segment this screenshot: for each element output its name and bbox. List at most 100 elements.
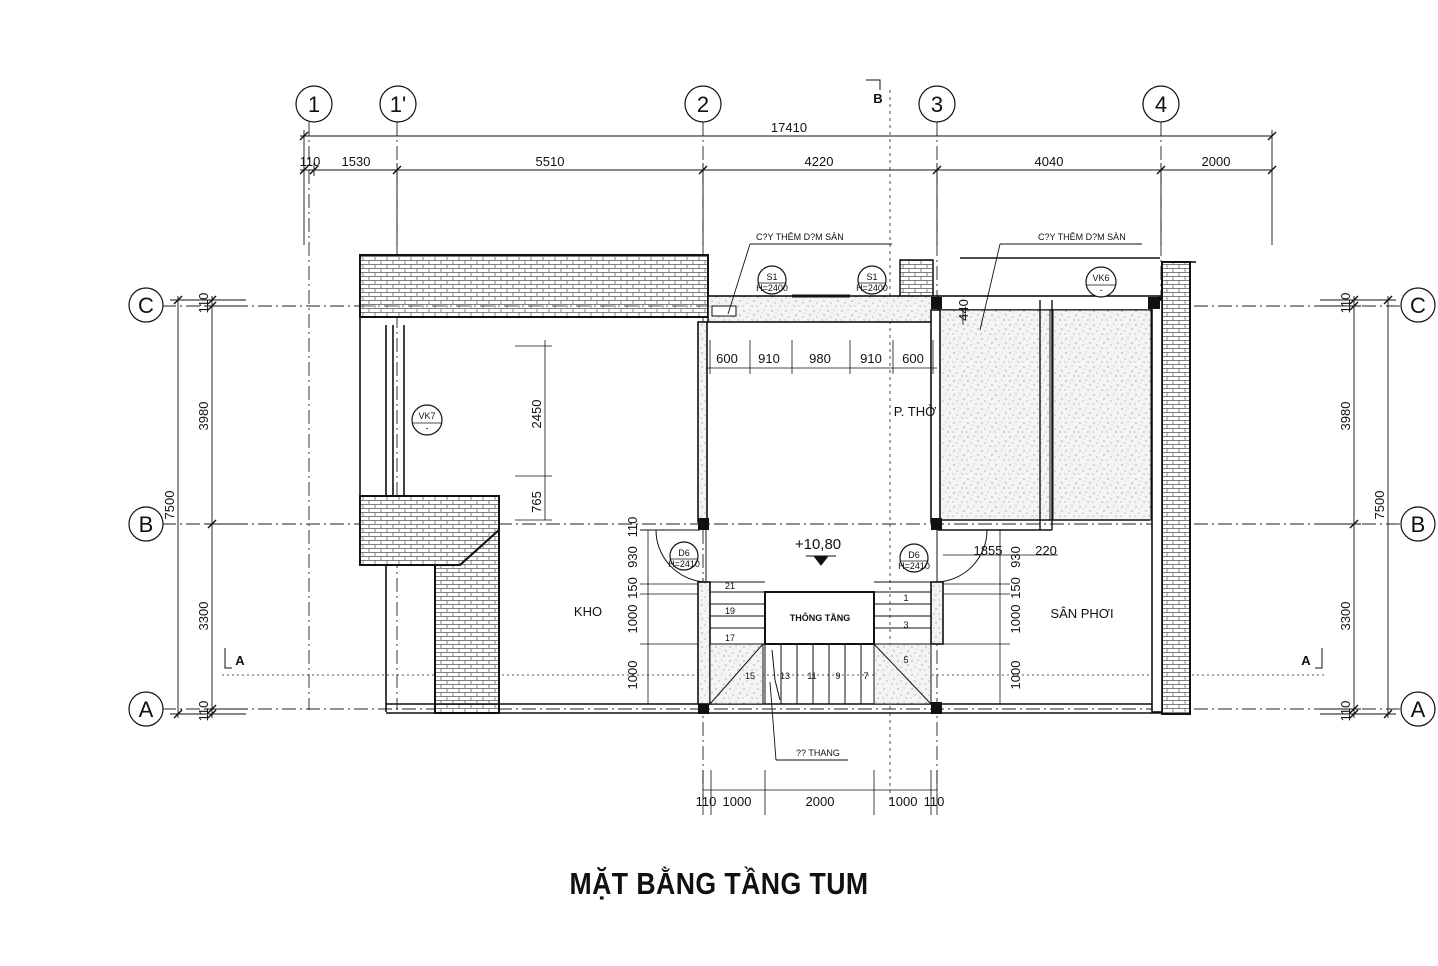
parapet-top-left [359,254,709,318]
tag-vk6: VK6 - [1085,266,1117,298]
svg-text:A: A [1301,653,1311,668]
dim-top-5510: 5510 [536,154,565,169]
floor-speckled-right-2 [1052,309,1152,521]
wall-right-axis-4 [1151,299,1163,713]
stair-num-19: 19 [725,606,735,616]
axis-label-a-left: A [139,697,154,722]
dim-right-3980: 3980 [1338,402,1353,431]
svg-text:A: A [235,653,245,668]
dim-door-left-1000a: 1000 [625,605,640,634]
dim-right-3300: 3300 [1338,602,1353,631]
svg-text:H=2410: H=2410 [668,559,700,569]
dim-bottom-1000b: 1000 [889,794,918,809]
dim-right-total: 7500 [1372,491,1387,520]
svg-text:VK7: VK7 [418,411,435,421]
floor-speckled-right [939,309,1051,521]
stair-treads [709,591,932,705]
axis-bubbles-side [128,287,1436,727]
stair-num-21: 21 [725,581,735,591]
top-dimension-lines [299,130,1277,245]
dim-right-110-bottom: 110 [1338,701,1353,722]
dim-kho-765: 765 [529,491,544,513]
stair-num-11: 11 [807,671,816,681]
dim-door-left-930: 930 [625,546,640,568]
dim-right-1855: 1855 [974,543,1003,558]
dim-left-3300: 3300 [196,602,211,631]
axis-label-3: 3 [931,92,943,117]
svg-text:H=2400: H=2400 [756,283,788,293]
room-label-kho: KHO [574,604,602,619]
note-stair: ?? THANG [796,748,840,758]
stair-num-15: 15 [745,671,755,681]
room-label-thong-tang: THÔNG TẦNG [790,612,851,623]
dim-top-1530: 1530 [342,154,371,169]
inner-dimension-lines [515,310,1058,815]
dim-left-110-bottom: 110 [196,701,211,722]
dim-total-width: 17410 [771,120,807,135]
room-label-san-phoi: SÂN PHƠI [1050,606,1113,621]
grid-lines [162,122,1402,800]
dim-window-910a: 910 [758,351,780,366]
dim-left-total: 7500 [162,491,177,520]
stair-core-wall-right [930,581,944,645]
dim-door-right-1000b: 1000 [1008,661,1023,690]
dim-bottom-1000a: 1000 [723,794,752,809]
dim-top-110: 110 [300,154,321,169]
dim-left-110-top: 110 [196,293,211,314]
tag-d6-left: D6 H=2410 [668,541,700,571]
stair-num-1: 1 [903,593,908,603]
svg-text:H=2400: H=2400 [856,283,888,293]
dim-left-3980: 3980 [196,402,211,431]
svg-text:S1: S1 [866,272,877,282]
stair-num-9: 9 [835,671,840,681]
dim-door-left-1000b: 1000 [625,661,640,690]
dim-door-right-1000a: 1000 [1008,605,1023,634]
dim-top-2000: 2000 [1202,154,1231,169]
axis-label-1prime: 1' [390,92,406,117]
dim-right-220: 220 [1035,543,1057,558]
dim-bottom-110a: 110 [696,794,717,809]
note-leaders [727,243,1142,761]
parapet-right [1161,261,1191,715]
level-marker: +10,80 [795,536,841,553]
dim-door-left-110: 110 [625,517,640,538]
level-symbol [806,555,836,566]
room-label-tho: P. THỜ [894,404,936,419]
dim-bottom-2000: 2000 [806,794,835,809]
stair-num-13: 13 [780,671,790,681]
tag-s1-left: S1 H=2400 [756,265,788,295]
axis-label-4: 4 [1155,92,1167,117]
section-mark-a-left: A [224,648,245,669]
svg-text:VK6: VK6 [1092,273,1109,283]
axis-label-a-right: A [1411,697,1426,722]
dim-right-110-top: 110 [1338,293,1353,314]
parapet-top-right-small [899,259,934,299]
svg-text:D6: D6 [908,550,920,560]
section-mark-a-right: A [1301,648,1323,669]
tag-d6-right: D6 H=2410 [898,543,930,573]
dim-top-4220: 4220 [805,154,834,169]
svg-text:B: B [873,91,882,106]
drawing-title: MẶT BẰNG TẦNG TUM [569,866,869,901]
tag-s1-right: S1 H=2400 [856,265,888,295]
side-dimension-lines [170,295,1396,719]
svg-text:H=2410: H=2410 [898,561,930,571]
svg-text:-: - [426,423,429,433]
dim-window-600a: 600 [716,351,738,366]
dim-door-left-150: 150 [625,577,640,599]
stair-core-wall-left [697,581,711,705]
note-beam-right: C?Y THÊM D?M SÀN [1038,232,1126,242]
stair-num-17: 17 [725,633,735,643]
axis-label-1: 1 [308,92,320,117]
left-bay-lines [359,257,1196,714]
section-mark-b: B [866,79,883,106]
axis-bubbles-top [295,85,1180,123]
dim-window-600b: 600 [902,351,924,366]
dim-window-980: 980 [809,351,831,366]
stair-num-7: 7 [863,671,868,681]
axis-label-2: 2 [697,92,709,117]
tag-vk7: VK7 - [411,404,443,436]
dim-door-right-930: 930 [1008,546,1023,568]
dim-door-right-150: 150 [1008,577,1023,599]
